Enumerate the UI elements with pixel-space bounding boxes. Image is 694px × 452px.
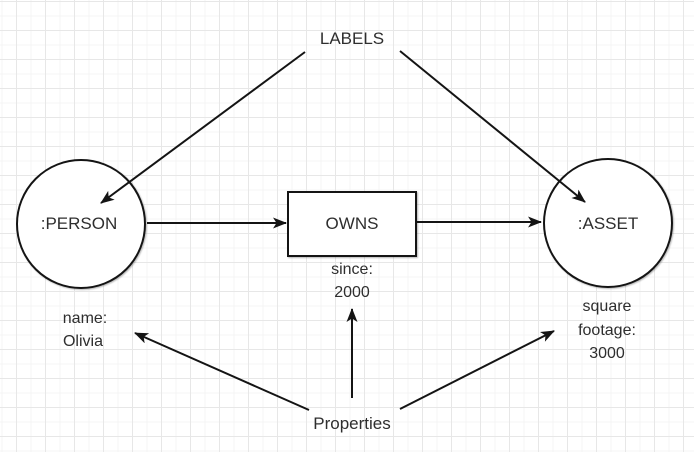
- footage-property-line1: square: [583, 298, 632, 315]
- person-node-label: :PERSON: [41, 214, 118, 233]
- name-property-line1: name:: [63, 310, 107, 327]
- footage-property-line2: footage:: [578, 322, 636, 339]
- edge-labels-to-person: [100, 51, 306, 204]
- since-property-line2: 2000: [334, 284, 370, 301]
- labels-annotation-text: LABELS: [320, 29, 384, 48]
- edge-properties-to-name: [134, 332, 310, 411]
- name-property-line2: Olivia: [63, 333, 103, 350]
- footage-property-line3: 3000: [589, 345, 625, 362]
- properties-annotation-text: Properties: [313, 414, 390, 433]
- since-property-line1: since:: [331, 261, 373, 278]
- owns-relationship-box: [287, 191, 417, 257]
- asset-node-label: :ASSET: [578, 214, 638, 233]
- edge-properties-to-footage: [399, 330, 555, 410]
- owns-relationship-label: OWNS: [326, 214, 379, 233]
- edge-labels-to-asset: [399, 50, 586, 203]
